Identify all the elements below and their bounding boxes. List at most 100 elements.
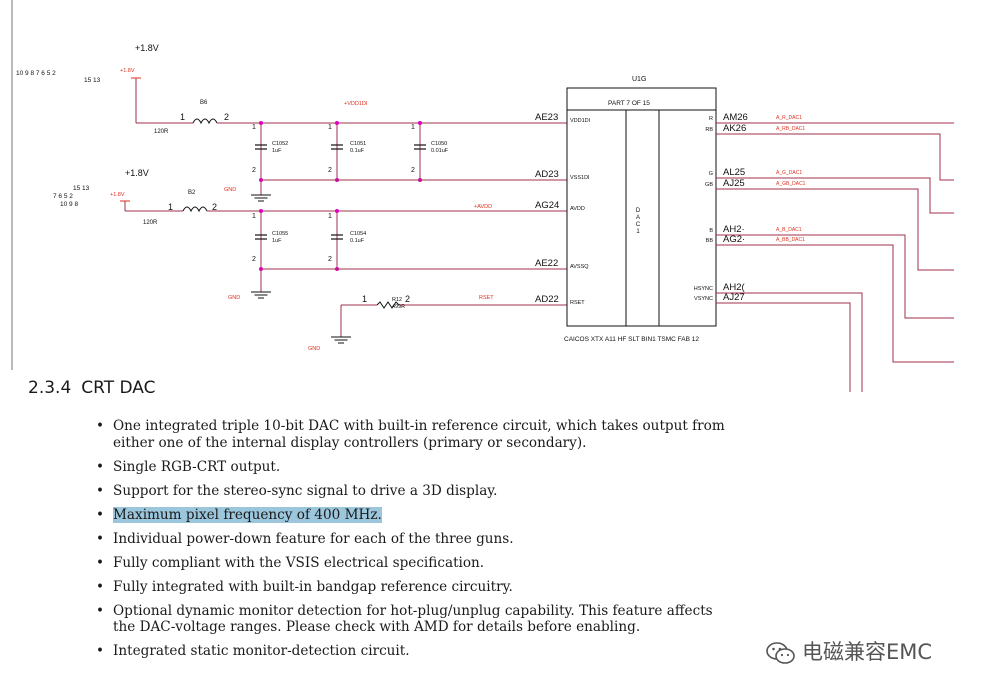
gnd-label-1: GND: [224, 187, 236, 193]
highlighted-text: Maximum pixel frequency of 400 MHz.: [113, 506, 382, 523]
list-item: One integrated triple 10-bit DAC with bu…: [96, 418, 736, 451]
supply2-pins-a: 15 13: [73, 185, 90, 192]
svg-text:2: 2: [328, 256, 332, 263]
supply1-red: +1.8V: [120, 68, 135, 74]
pin-name-4: RSET: [570, 300, 585, 306]
junctions-row1: [259, 121, 422, 182]
pin-func-1: RB: [705, 127, 713, 133]
bead2-ref: B2: [188, 190, 196, 196]
net-vdd1di: +VDD1DI: [344, 101, 368, 107]
cap-c1055-value: 1uF: [272, 238, 282, 244]
cap-c1052-ref: C1052: [272, 141, 288, 147]
cap-c1050-ref: C1050: [431, 141, 447, 147]
ic-footer: CAICOS XTX A11 HF SLT BIN1 TSMC FAB 12: [564, 336, 699, 343]
pin-ball-2: AG24: [535, 200, 559, 211]
pin-ball-1: AD23: [535, 169, 559, 180]
pin-func-7: VSYNC: [694, 296, 713, 302]
pin-ball-r6: AH2(: [723, 282, 745, 293]
svg-text:1: 1: [636, 229, 640, 235]
svg-text:1: 1: [252, 213, 256, 220]
list-item: Maximum pixel frequency of 400 MHz.: [96, 506, 736, 524]
ground-symbol-1: [250, 194, 272, 202]
supply1-label: +1.8V: [135, 43, 159, 53]
watermark: 电磁兼容EMC: [766, 636, 932, 666]
dac-output-traces: [716, 122, 954, 392]
pin-ball-r2: AL25: [723, 167, 745, 178]
supply1-pins-a: 10 9 8 7 6 5 2: [16, 70, 56, 77]
net-label-r0: A_R_DAC1: [776, 115, 802, 121]
watermark-text: 电磁兼容EMC: [802, 640, 933, 664]
net-label-r1: A_RB_DAC1: [776, 126, 805, 132]
section-title: CRT DAC: [81, 378, 156, 398]
cap-c1051-value: 0.1uF: [350, 148, 365, 154]
resistor-ref: R12: [392, 297, 402, 303]
net-rset: RSET: [479, 295, 494, 301]
cap-c1054-ref: C1054: [350, 231, 366, 237]
list-item: Fully compliant with the VSIS electrical…: [96, 555, 736, 572]
svg-text:2: 2: [328, 167, 332, 174]
bead2-pin1: 1: [168, 202, 173, 212]
resistor-pin1: 1: [362, 294, 367, 304]
bead2-coil: [182, 206, 208, 213]
pin-func-4: B: [709, 228, 713, 234]
svg-text:2: 2: [252, 256, 256, 263]
pin-ball-3: AE22: [535, 258, 558, 269]
svg-text:1: 1: [252, 124, 256, 131]
resistor-value: 499R: [392, 304, 405, 310]
gnd-label-3: GND: [308, 346, 320, 352]
svg-text:D: D: [636, 208, 641, 214]
ic-u1g-body: [566, 87, 717, 327]
net-label-r3: A_GB_DAC1: [776, 181, 806, 187]
pin-func-5: BB: [706, 238, 714, 244]
svg-text:2: 2: [411, 167, 415, 174]
cap-c1055-ref: C1055: [272, 231, 288, 237]
document-section: 2.3.4 CRT DAC One integrated triple 10-bi…: [0, 376, 988, 696]
supply2-pins-c: 10 9 8: [60, 201, 78, 208]
resistor-r12: [376, 301, 400, 309]
bead1-pin1: 1: [180, 112, 185, 122]
cap-c1052-value: 1uF: [272, 148, 282, 154]
wechat-icon: [766, 642, 795, 664]
pin-ball-r3: AJ25: [723, 178, 745, 189]
pin-ball-0: AE23: [535, 112, 558, 123]
svg-text:1: 1: [411, 124, 415, 131]
pin-name-0: VDD1DI: [570, 118, 591, 124]
dac-schematic: +1.8V 10 9 8 7 6 5 2 15 13 +1.8V 1 B6 2 …: [11, 0, 954, 392]
supply2-red: +1.8V: [110, 192, 125, 198]
list-item: Individual power-down feature for each o…: [96, 531, 736, 548]
pin-name-1: VSS1DI: [570, 175, 590, 181]
svg-text:A: A: [636, 215, 640, 221]
resistor-pin2: 2: [405, 294, 410, 304]
svg-text:1: 1: [328, 213, 332, 220]
pin-ball-r0: AM26: [723, 112, 748, 123]
list-item: Optional dynamic monitor detection for h…: [96, 603, 736, 636]
list-item: Integrated static monitor-detection circ…: [96, 643, 736, 660]
bead1-value: 120R: [154, 129, 169, 135]
ic-part: PART 7 OF 15: [608, 100, 650, 107]
cap-c1054-value: 0.1uF: [350, 238, 365, 244]
pin-func-2: G: [709, 171, 713, 177]
list-item: Single RGB-CRT output.: [96, 459, 736, 476]
pin-ball-4: AD22: [535, 294, 559, 305]
supply1-pins-b: 15 13: [84, 77, 101, 84]
ground-symbol-3: [330, 336, 352, 344]
pin-ball-r7: AJ27: [723, 292, 745, 303]
supply2-pins-b: 7 6 5 2: [53, 193, 73, 200]
cap-c1050-value: 0.01uF: [431, 148, 449, 154]
supply2-label: +1.8V: [125, 168, 149, 178]
pin-ball-r1: AK26: [723, 123, 746, 134]
section-number: 2.3.4: [28, 378, 72, 398]
net-label-r2: A_G_DAC1: [776, 170, 802, 176]
feature-list: One integrated triple 10-bit DAC with bu…: [96, 418, 736, 667]
pin-func-0: R: [709, 116, 713, 122]
svg-text:1: 1: [328, 124, 332, 131]
junctions-row2: [259, 209, 339, 271]
svg-text:2: 2: [252, 167, 256, 174]
net-avdd: +AVDD: [474, 204, 492, 210]
pin-func-3: GB: [705, 182, 713, 188]
net-label-r5: A_BB_DAC1: [776, 237, 805, 243]
bead1-ref: B6: [200, 100, 208, 106]
pin-name-2: AVDD: [570, 206, 585, 212]
pin-func-6: HSYNC: [694, 286, 713, 292]
